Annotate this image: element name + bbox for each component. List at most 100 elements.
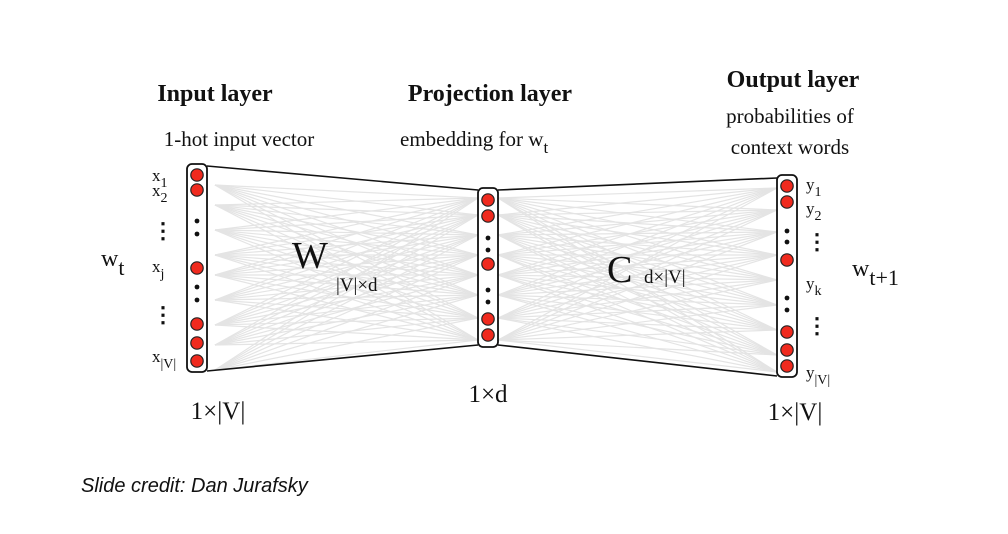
projection-layer-unit: [481, 193, 495, 207]
projection-output-edge: [497, 317, 778, 356]
projection-layer-ellipsis-dot: [485, 299, 491, 305]
projection-output-edge: [497, 254, 778, 276]
input-layer-subtitle: 1-hot input vector: [164, 127, 314, 151]
label-base: ⋮: [152, 302, 174, 327]
projection-output-edge: [497, 294, 778, 331]
label-base: ⋮: [152, 218, 174, 243]
projection-output-edge: [497, 279, 778, 296]
input-layer-unit-label: xj: [152, 257, 164, 282]
input-projection-edge: [214, 294, 479, 346]
label-base: y: [806, 175, 815, 194]
projection-output-edge: [497, 209, 778, 236]
projection-output-edge: [497, 254, 778, 341]
input-projection-edge: [214, 274, 479, 319]
projection-output-edge: [497, 197, 778, 256]
output-layer-ellipsis-dot: [784, 307, 790, 313]
input-projection-edge: [214, 214, 479, 231]
label-sub: 1: [161, 176, 168, 191]
output-layer-unit-label: ⋮: [806, 313, 828, 338]
projection-output-edge: [497, 187, 778, 236]
output-layer-subtitle-line1: probabilities of: [726, 104, 854, 128]
projection-output-edge: [497, 187, 778, 341]
input-projection-edge: [214, 229, 479, 256]
projection-output-edge: [497, 231, 778, 256]
projection-dims-label: 1×d: [468, 381, 508, 408]
label-base: x: [152, 181, 161, 200]
input-projection-edge: [214, 204, 479, 216]
projection-output-edge: [497, 197, 778, 306]
input-projection-edge: [214, 234, 479, 371]
input-layer-unit: [190, 317, 204, 331]
projection-output-edge: [497, 187, 778, 296]
label-base: x: [152, 347, 161, 366]
projection-output-edge: [497, 187, 778, 216]
input-projection-edge: [214, 317, 479, 371]
input-projection-edge: [214, 294, 479, 371]
output-layer-unit-label: y2: [806, 199, 822, 224]
input-projection-edge: [214, 204, 479, 256]
projection-output-edge: [497, 209, 778, 256]
projection-output-edge: [497, 254, 778, 306]
output-layer-unit: [780, 179, 794, 193]
weight-matrix-w-label: W|V|×d: [292, 235, 378, 296]
label-base: x: [152, 166, 161, 185]
input-projection-edge: [214, 274, 479, 301]
weight-c-sub: d×|V|: [644, 267, 686, 288]
output-layer-unit-label: y|V|: [806, 363, 830, 388]
input-projection-edge: [214, 214, 479, 301]
projection-layer-ellipsis-dot: [485, 235, 491, 241]
input-word-base: w: [101, 246, 119, 272]
output-layer-unit-label: ⋮: [806, 229, 828, 254]
projection-output-edge: [497, 209, 778, 341]
input-projection-edge: [214, 234, 479, 301]
projection-output-edge: [497, 197, 778, 356]
output-word-label: wt+1: [852, 256, 899, 290]
projection-output-edge: [497, 231, 778, 236]
output-layer-heading: Output layer: [727, 67, 860, 93]
input-projection-edge: [214, 229, 479, 276]
input-layer-unit-label: x1: [152, 166, 168, 191]
projection-output-edge: [497, 197, 778, 211]
input-layer-ellipsis-dot: [194, 218, 200, 224]
layer-boundary-line: [497, 344, 778, 377]
input-projection-edge: [214, 197, 479, 371]
input-layer-ellipsis-dot: [194, 231, 200, 237]
input-layer-ellipsis-dot: [194, 297, 200, 303]
input-projection-edge: [214, 214, 479, 276]
projection-layer-ellipsis-dot: [485, 247, 491, 253]
output-layer-unit-label: yk: [806, 274, 822, 299]
input-projection-edge: [214, 339, 479, 371]
input-projection-edge: [214, 229, 479, 236]
projection-output-edge: [497, 214, 778, 373]
input-projection-edge: [214, 197, 479, 231]
input-layer-unit: [190, 261, 204, 275]
projection-output-edge: [497, 274, 778, 306]
input-projection-edge: [214, 229, 479, 296]
input-layer-unit: [190, 354, 204, 368]
projection-output-edge: [497, 234, 778, 256]
slide-credit: Slide credit: Dan Jurafsky: [81, 475, 309, 497]
output-layer-box: [776, 174, 798, 378]
input-projection-edge: [214, 204, 479, 276]
projection-layer-heading: Projection layer: [408, 81, 573, 107]
label-base: ⋮: [806, 229, 828, 254]
projection-output-edge: [497, 187, 778, 256]
projection-output-edge: [497, 317, 778, 373]
label-base: y: [806, 363, 815, 382]
projection-output-edge: [497, 329, 778, 341]
projection-output-edge: [497, 254, 778, 281]
input-projection-edge: [214, 274, 479, 346]
input-projection-edge: [214, 254, 479, 346]
projection-output-edge: [497, 214, 778, 233]
projection-output-edge: [497, 231, 778, 341]
output-layer-ellipsis-dot: [784, 295, 790, 301]
label-base: y: [806, 199, 815, 218]
label-base: x: [152, 257, 161, 276]
input-dims-label: 1×|V|: [191, 398, 246, 425]
label-base: ⋮: [806, 313, 828, 338]
projection-output-edge: [497, 339, 778, 373]
projection-output-edge: [497, 294, 778, 356]
projection-output-edge: [497, 209, 778, 276]
projection-output-edge: [497, 187, 778, 319]
